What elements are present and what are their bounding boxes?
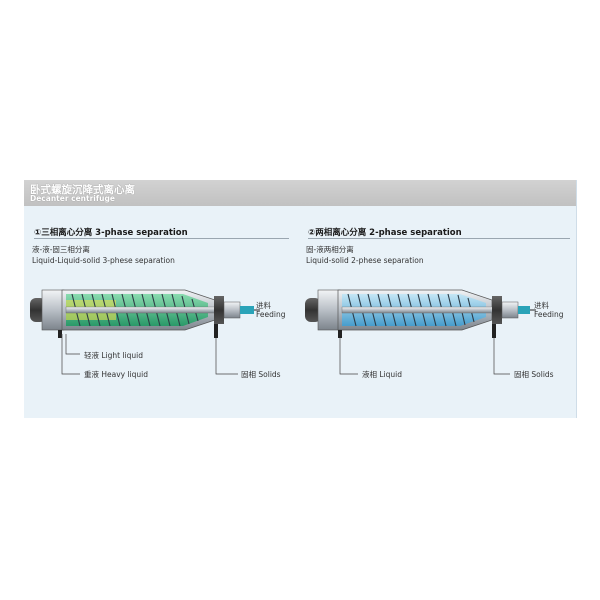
centrifuge-3-phase xyxy=(30,289,260,375)
section2-liquid-label: 液相 Liquid xyxy=(362,370,403,379)
section2-solids-label: 固相 Solids xyxy=(514,370,554,379)
section2-feed-cn: 进料 xyxy=(534,301,549,310)
section1-subtitle-en: Liquid-Liquid-solid 3-phese separation xyxy=(32,256,175,265)
section1-feed-en: Feeding xyxy=(256,310,286,319)
section1-feed-cn: 进料 xyxy=(256,301,271,310)
section1-rule xyxy=(34,238,289,239)
section2-rule xyxy=(308,238,570,239)
centrifuge-2-phase xyxy=(305,289,536,375)
section1-subtitle-cn: 液-液-固三相分离 xyxy=(32,245,90,254)
section2-feed-en: Feeding xyxy=(534,310,564,319)
header-title-cn: 卧式螺旋沉降式离心离 xyxy=(30,184,135,196)
section1-light-liquid-label: 轻液 Light liquid xyxy=(84,351,144,360)
section1-solids-label: 固相 Solids xyxy=(241,370,281,379)
section2-subtitle-en: Liquid-solid 2-phese separation xyxy=(306,256,424,265)
section1-heavy-liquid-label: 重液 Heavy liquid xyxy=(84,370,149,379)
header-bar: 卧式螺旋沉降式离心离 Decanter centrifuge xyxy=(24,180,576,206)
section2-subtitle-cn: 固-液两相分离 xyxy=(306,245,354,254)
section2-title: ②两相离心分离 2-phase separation xyxy=(308,228,462,238)
section1-title: ①三相离心分离 3-phase separation xyxy=(34,228,188,238)
header-title-en: Decanter centrifuge xyxy=(30,194,115,203)
end-cap-icon xyxy=(305,298,321,322)
